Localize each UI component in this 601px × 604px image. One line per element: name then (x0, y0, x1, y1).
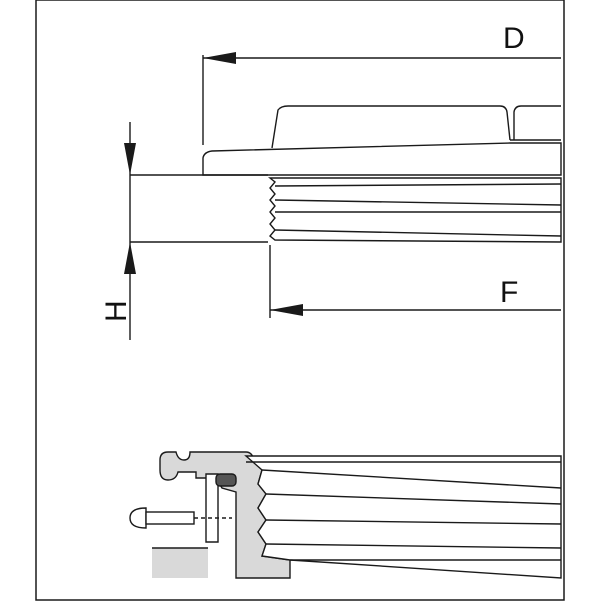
cap-line (265, 543, 562, 549)
cap-thread-body (268, 177, 562, 243)
label-h: H (100, 300, 133, 322)
cap-top-block (271, 105, 511, 149)
dimension-f (269, 245, 561, 318)
rivet-shank (145, 511, 195, 525)
cap-flange (202, 142, 562, 176)
installed-section (129, 451, 562, 579)
seal-ring (215, 473, 237, 487)
cap-profile (202, 105, 562, 243)
dimension-d (202, 52, 561, 145)
cap-line (265, 493, 562, 505)
thread-line (274, 183, 562, 187)
rivet-head (129, 507, 147, 529)
thread-line (274, 199, 562, 206)
arrow-head (270, 304, 303, 316)
drawing-frame (35, 0, 565, 601)
cap-line (265, 519, 562, 525)
cap-line (261, 469, 562, 489)
arrow-head (124, 242, 136, 274)
adapter-slot (205, 473, 219, 543)
tank-wall (152, 548, 208, 578)
cap-top-block-right (513, 105, 561, 140)
arrow-head (124, 143, 136, 175)
thread-line (274, 229, 562, 237)
arrow-head (203, 52, 236, 64)
label-d: D (503, 22, 525, 55)
dimension-h (124, 122, 268, 340)
label-f: F (500, 276, 518, 309)
